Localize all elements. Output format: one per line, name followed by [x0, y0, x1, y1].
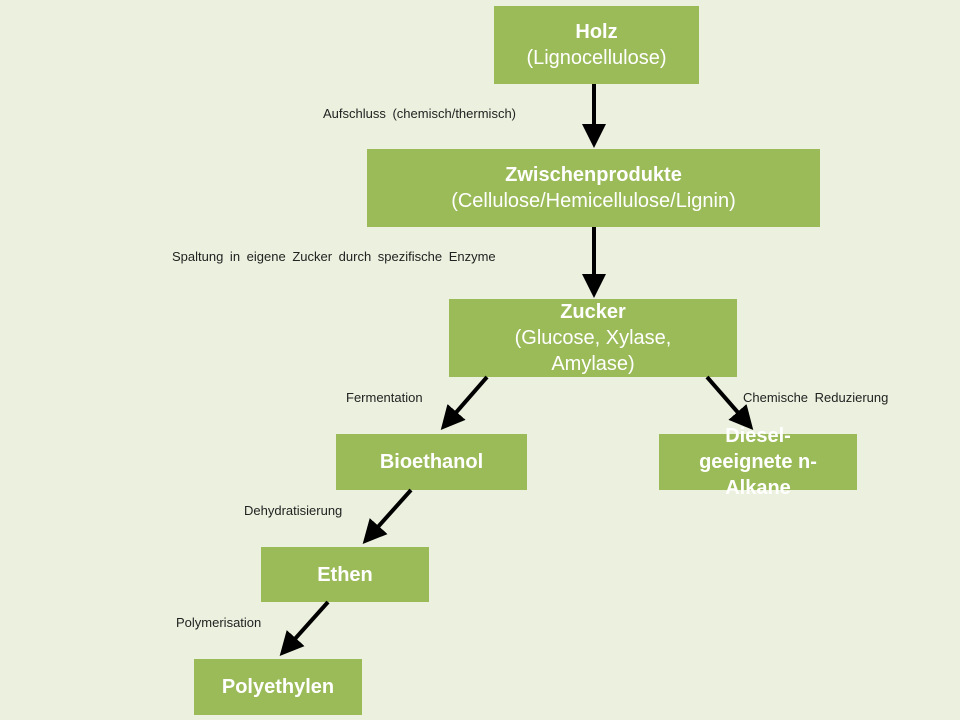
edge-label-polymerisation: Polymerisation [176, 615, 262, 630]
edge-label-reduzierung: Chemische Reduzierung [743, 390, 889, 405]
node-ethen-title: Ethen [317, 563, 373, 586]
arrow-bioethanol-to-ethen [362, 488, 413, 544]
edge-label-fermentation: Fermentation [346, 390, 423, 405]
arrow-ethen-to-polyethylen [279, 600, 330, 656]
node-polyethylen-title: Polyethylen [221, 676, 335, 698]
node-zwischenprodukte-subtitle: (Cellulose/Hemicellulose/Lignin) [451, 190, 736, 212]
node-zucker-subtitle-line2: Amylase) [551, 353, 635, 375]
node-bioethanol-title: Bioethanol [379, 451, 484, 473]
node-ethen: Ethen [261, 547, 429, 602]
node-holz-subtitle: (Lignocellulose) [526, 47, 667, 69]
node-bioethanol: Bioethanol [336, 434, 527, 490]
node-diesel-line1: Diesel- [725, 425, 791, 447]
node-diesel-line2: geeignete n- [699, 451, 817, 473]
node-zwischenprodukte: Zwischenprodukte (Cellulose/Hemicellulos… [367, 149, 820, 227]
node-zwischenprodukte-title: Zwischenprodukte [505, 164, 682, 186]
node-polyethylen: Polyethylen [194, 659, 362, 715]
node-diesel-line3: Alkane [725, 477, 791, 499]
edge-label-aufschluss: Aufschluss (chemisch/thermisch) [323, 106, 516, 121]
edge-label-spaltung: Spaltung in eigene Zucker durch spezifis… [172, 249, 496, 264]
node-holz-title: Holz [575, 21, 618, 43]
node-diesel-alkane: Diesel- geeignete n- Alkane [659, 425, 857, 499]
edge-label-dehydratisierung: Dehydratisierung [244, 503, 343, 518]
arrow-zucker-to-bioethanol [440, 375, 489, 431]
arrow-zucker-to-diesel [705, 375, 754, 431]
node-zucker-title: Zucker [560, 301, 626, 323]
node-holz: Holz (Lignocellulose) [494, 6, 699, 84]
node-zucker: Zucker (Glucose, Xylase, Amylase) [449, 299, 737, 377]
node-zucker-subtitle-line1: (Glucose, Xylase, [514, 327, 672, 349]
